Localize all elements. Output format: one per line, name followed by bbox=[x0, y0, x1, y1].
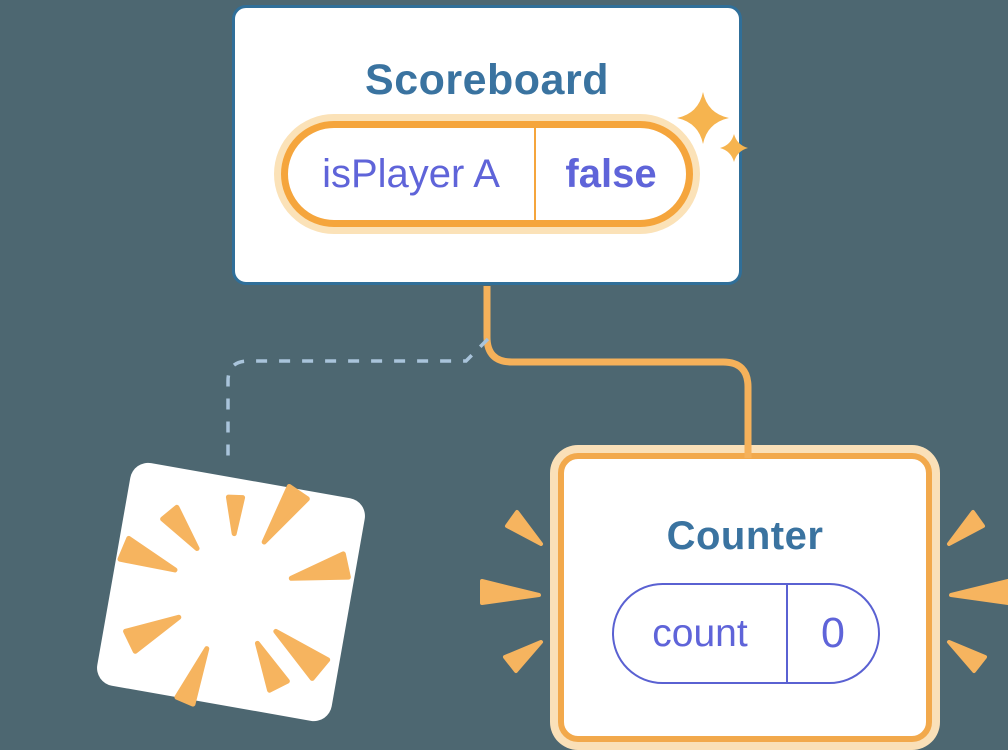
emphasis-mark-left-middle bbox=[480, 579, 541, 605]
sparkle-small-icon bbox=[720, 134, 748, 162]
emphasis-mark-right-middle bbox=[949, 579, 1008, 605]
emphasis-marks-icon bbox=[480, 510, 1008, 673]
state-value: 0 bbox=[821, 609, 845, 657]
sparkles-icon bbox=[677, 92, 748, 162]
state-value: false bbox=[565, 151, 657, 196]
scoreboard-state-pill: isPlayer A false bbox=[281, 121, 693, 227]
destroyed-component-card bbox=[94, 460, 368, 724]
pill-divider bbox=[534, 128, 536, 220]
state-key: isPlayer A bbox=[322, 151, 500, 196]
sparkle-large-icon bbox=[677, 92, 729, 144]
state-key: count bbox=[652, 611, 748, 655]
counter-card: Counter count 0 bbox=[558, 453, 932, 742]
counter-title: Counter bbox=[666, 514, 824, 558]
edge-scoreboard-to-counter bbox=[483, 286, 752, 458]
emphasis-mark-right-bottom bbox=[947, 640, 987, 673]
emphasis-mark-right-top bbox=[947, 510, 985, 546]
scoreboard-title: Scoreboard bbox=[365, 56, 609, 104]
poof-burst-icon bbox=[117, 484, 351, 707]
emphasis-mark-left-top bbox=[505, 510, 543, 546]
edge-scoreboard-to-destroyed bbox=[226, 337, 490, 461]
pill-divider bbox=[786, 585, 788, 682]
scoreboard-card: Scoreboard isPlayer A false bbox=[232, 5, 742, 285]
emphasis-mark-left-bottom bbox=[503, 640, 543, 673]
counter-state-pill: count 0 bbox=[612, 583, 880, 684]
